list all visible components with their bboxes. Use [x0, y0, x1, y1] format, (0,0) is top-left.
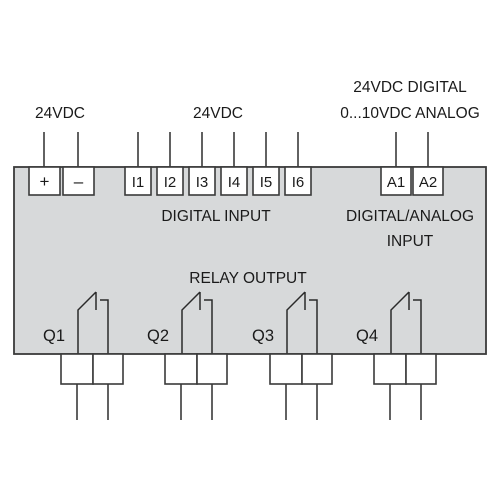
terminal-i4-label: I4	[228, 174, 241, 191]
relay-q3-terminal-a	[269, 353, 303, 385]
terminal-i5-label: I5	[260, 174, 273, 191]
terminal-plus-label: +	[40, 172, 50, 191]
terminal-i4	[220, 166, 248, 196]
terminal-i6	[284, 166, 312, 196]
relay-q1-terminal-a	[60, 353, 94, 385]
terminal-i1-label: I1	[132, 174, 145, 191]
relay-q1-label: Q1	[43, 327, 65, 345]
analog-input-terminals: A1 A2	[380, 166, 444, 196]
relay-q4: Q4	[356, 291, 437, 420]
relay-q4-terminal-a	[373, 353, 407, 385]
input-wires	[43, 132, 429, 168]
relay-q4-terminal-b	[405, 353, 437, 385]
terminal-i1	[124, 166, 152, 196]
digital-analog-label-line2: INPUT	[387, 233, 434, 250]
analog-label-line2: 0...10VDC ANALOG	[340, 105, 480, 122]
terminal-a2	[412, 166, 444, 196]
relay-output-label: RELAY OUTPUT	[189, 270, 307, 287]
terminal-minus-label: –	[74, 172, 84, 191]
terminal-i5	[252, 166, 280, 196]
relay-q2-label: Q2	[147, 327, 169, 345]
terminal-a2-label: A2	[419, 174, 437, 191]
power-label-left: 24VDC	[35, 105, 85, 122]
relay-q1: Q1	[43, 291, 124, 420]
terminal-i6-label: I6	[292, 174, 305, 191]
terminal-i2	[156, 166, 184, 196]
terminal-i3	[188, 166, 216, 196]
terminal-i2-label: I2	[164, 174, 177, 191]
relay-q2-terminal-b	[196, 353, 228, 385]
relay-q3-label: Q3	[252, 327, 274, 345]
terminal-minus	[62, 166, 95, 196]
terminal-a1-label: A1	[387, 174, 405, 191]
terminal-plus	[28, 166, 61, 196]
relay-q4-contact	[390, 291, 422, 354]
relay-q2-terminal-a	[164, 353, 198, 385]
relay-q2: Q2	[147, 291, 228, 420]
digital-analog-label-line1: DIGITAL/ANALOG	[346, 208, 474, 225]
digital-input-terminals: I1 I2 I3 I4 I5 I6	[124, 166, 312, 196]
analog-label-line1: 24VDC DIGITAL	[353, 79, 467, 96]
relay-q1-terminal-b	[92, 353, 124, 385]
power-label-mid: 24VDC	[193, 105, 243, 122]
terminal-i3-label: I3	[196, 174, 209, 191]
relay-q1-contact	[77, 291, 109, 354]
relay-q3-contact	[286, 291, 318, 354]
relay-q3-terminal-b	[301, 353, 333, 385]
power-terminals: + –	[28, 166, 95, 196]
module-panel	[13, 166, 487, 355]
terminal-a1	[380, 166, 412, 196]
relay-q3: Q3	[252, 291, 333, 420]
relay-q4-label: Q4	[356, 327, 378, 345]
digital-input-label: DIGITAL INPUT	[161, 208, 271, 225]
relay-q2-contact	[181, 291, 213, 354]
